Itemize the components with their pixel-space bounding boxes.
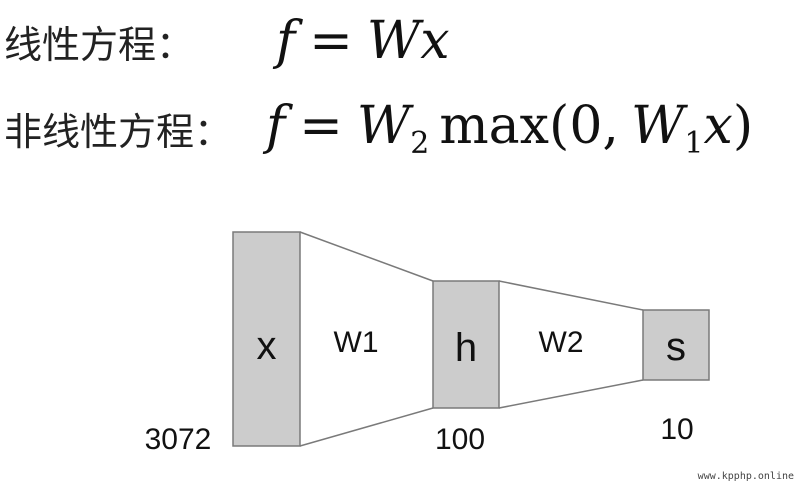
f-symbol: f [276,11,296,71]
open-paren: ( [549,95,570,156]
layer-h-symbol: h [455,326,477,370]
connector-x-h-bottom [299,407,434,447]
equals-sign: = [299,95,343,156]
layer-x-size: 3072 [145,423,212,456]
max-function: max [439,95,550,156]
f-symbol: f [266,95,286,156]
comma: , [602,95,619,156]
W2-symbol: W [356,95,411,156]
linear-equation-row: 线性方程： f=Wx [0,6,450,76]
weight-W2-label: W2 [539,326,584,359]
x-symbol: x [420,11,450,71]
close-paren: ) [732,95,754,156]
layer-x-box [232,231,301,447]
equals-sign: = [309,11,353,71]
layer-s-symbol: s [666,325,686,369]
connector-x-h-top [299,231,434,282]
layer-s-box [642,309,710,381]
layer-h-box [432,280,500,409]
W-symbol: W [366,11,421,71]
layer-h-size: 100 [435,423,485,456]
W1-subscript: 1 [684,125,704,161]
weight-W1-label: W1 [334,326,379,359]
layer-s-size: 10 [660,413,693,446]
watermark: www.kpphp.online [697,471,794,482]
linear-equation-label: 线性方程： [4,22,195,67]
W1-symbol: W [630,95,685,156]
connector-h-s-top [498,280,644,311]
layer-x-symbol: x [257,324,277,368]
W2-subscript: 2 [410,125,430,161]
x-symbol: x [703,95,733,156]
linear-equation-formula: f=Wx [276,11,450,71]
nonlinear-equation-label: 非线性方程： [4,109,233,154]
zero-value: 0 [569,95,603,156]
connector-h-s-bottom [498,379,644,409]
